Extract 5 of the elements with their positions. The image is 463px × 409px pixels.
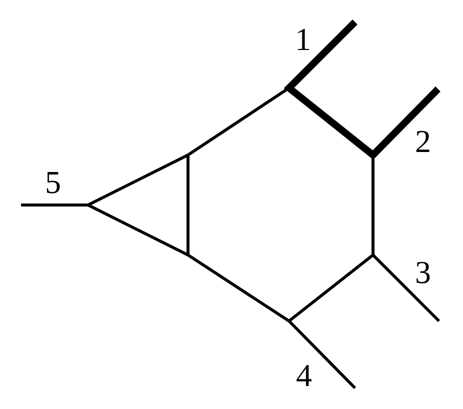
leg-number: 3 bbox=[415, 256, 431, 288]
leg-number: 5 bbox=[45, 166, 61, 198]
leg-number: 4 bbox=[296, 359, 312, 391]
leg-number: 2 bbox=[415, 125, 431, 157]
leg-number: 1 bbox=[295, 23, 311, 55]
